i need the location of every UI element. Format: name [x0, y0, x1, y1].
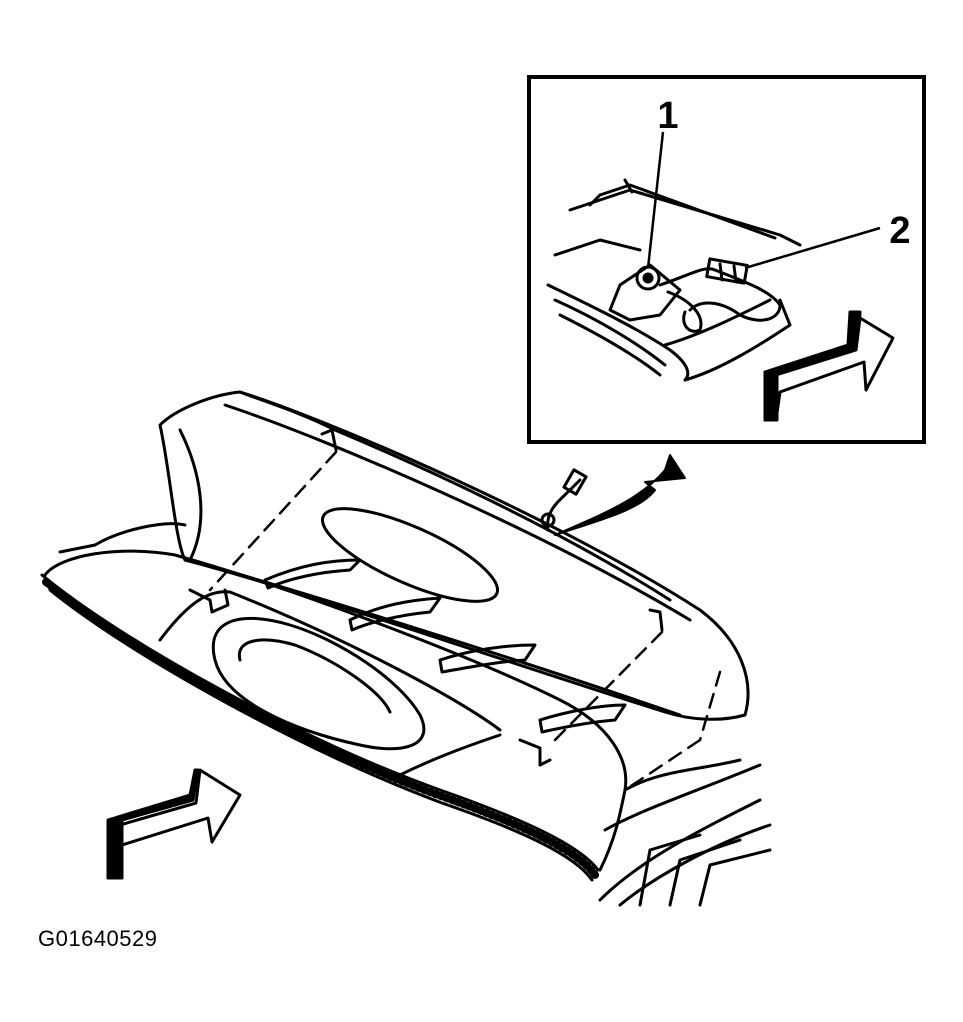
- inset-panel-front-3: [558, 313, 662, 377]
- inset-panel-front: [546, 283, 690, 382]
- inset-frame: [527, 75, 926, 444]
- shelf-grille-texture: [42, 578, 599, 879]
- inset-detail: 1 2: [527, 75, 926, 444]
- shelf-rib-1: [263, 558, 362, 590]
- align-line-2: [548, 630, 664, 747]
- inset-lamp-assembly: [546, 178, 802, 382]
- align-line-4: [623, 738, 702, 792]
- harness-grommet: [540, 512, 556, 528]
- rear-shelf-assembly: [40, 522, 772, 907]
- inset-panel-front-2: [553, 298, 667, 367]
- shelf-clip-left: [188, 588, 230, 614]
- lamp-fastener-center: [642, 272, 654, 284]
- body-rear-line-1: [598, 798, 762, 902]
- inset-wire-loop: [658, 267, 782, 322]
- high-mount-lamp-opening: [320, 507, 500, 603]
- shelf-front-edge-inner: [48, 588, 594, 882]
- trim-panel-edge-inner: [223, 403, 692, 622]
- trim-panel-rear-edge: [238, 390, 672, 602]
- body-rear-line-3: [638, 833, 702, 907]
- inset-panel-top-2: [553, 238, 642, 257]
- view-arrow-tail-block: [106, 820, 124, 880]
- body-rear-line-4: [668, 838, 742, 907]
- shelf-top-edge: [43, 549, 628, 792]
- shelf-rib-3: [438, 643, 537, 674]
- shelf-rear-lip: [93, 522, 187, 547]
- inset-arrow-tail-block: [763, 370, 779, 422]
- inset-tray-line: [663, 298, 772, 347]
- inset-connector-detail: [718, 262, 738, 284]
- shelf-center-seam: [398, 733, 502, 777]
- shelf-trim-panel: [158, 390, 750, 792]
- shelf-right-side-2: [603, 763, 762, 832]
- pass-through-opening: [211, 617, 426, 751]
- inset-connector: [705, 257, 749, 285]
- view-direction-arrow-inset: [763, 310, 895, 422]
- shelf-mid-line: [158, 590, 502, 732]
- trim-clip-left: [320, 428, 338, 452]
- view-arrow-body: [108, 768, 242, 880]
- body-rear-line-2: [618, 823, 772, 907]
- callout-2-label: 2: [889, 210, 910, 252]
- inset-tray-right: [683, 298, 792, 382]
- pass-through-inner: [237, 638, 392, 714]
- figure-id: G01640529: [38, 926, 158, 951]
- align-line-1: [208, 450, 338, 592]
- trim-panel-front-lip: [178, 428, 682, 717]
- callout-1-leader: [646, 131, 665, 269]
- shelf-right-side: [598, 758, 742, 872]
- detail-pointer-arrow: [554, 454, 686, 536]
- inset-tick: [623, 178, 634, 194]
- view-direction-arrow-main: [106, 768, 242, 880]
- shelf-rib-4: [538, 703, 627, 734]
- inset-panel-edge: [588, 183, 777, 240]
- callout-2-leader: [744, 226, 881, 270]
- body-rear-line-5: [698, 848, 772, 907]
- inset-bracket: [608, 263, 682, 322]
- inset-wire-loop-2: [666, 290, 703, 333]
- shelf-rib-2: [348, 596, 442, 632]
- shelf-clip-right: [518, 738, 552, 767]
- align-line-3: [698, 670, 722, 742]
- shelf-rear-lip-2: [58, 543, 97, 554]
- harness-connector: [562, 468, 588, 496]
- callout-1-label: 1: [657, 95, 678, 137]
- trim-clip-right: [648, 608, 664, 632]
